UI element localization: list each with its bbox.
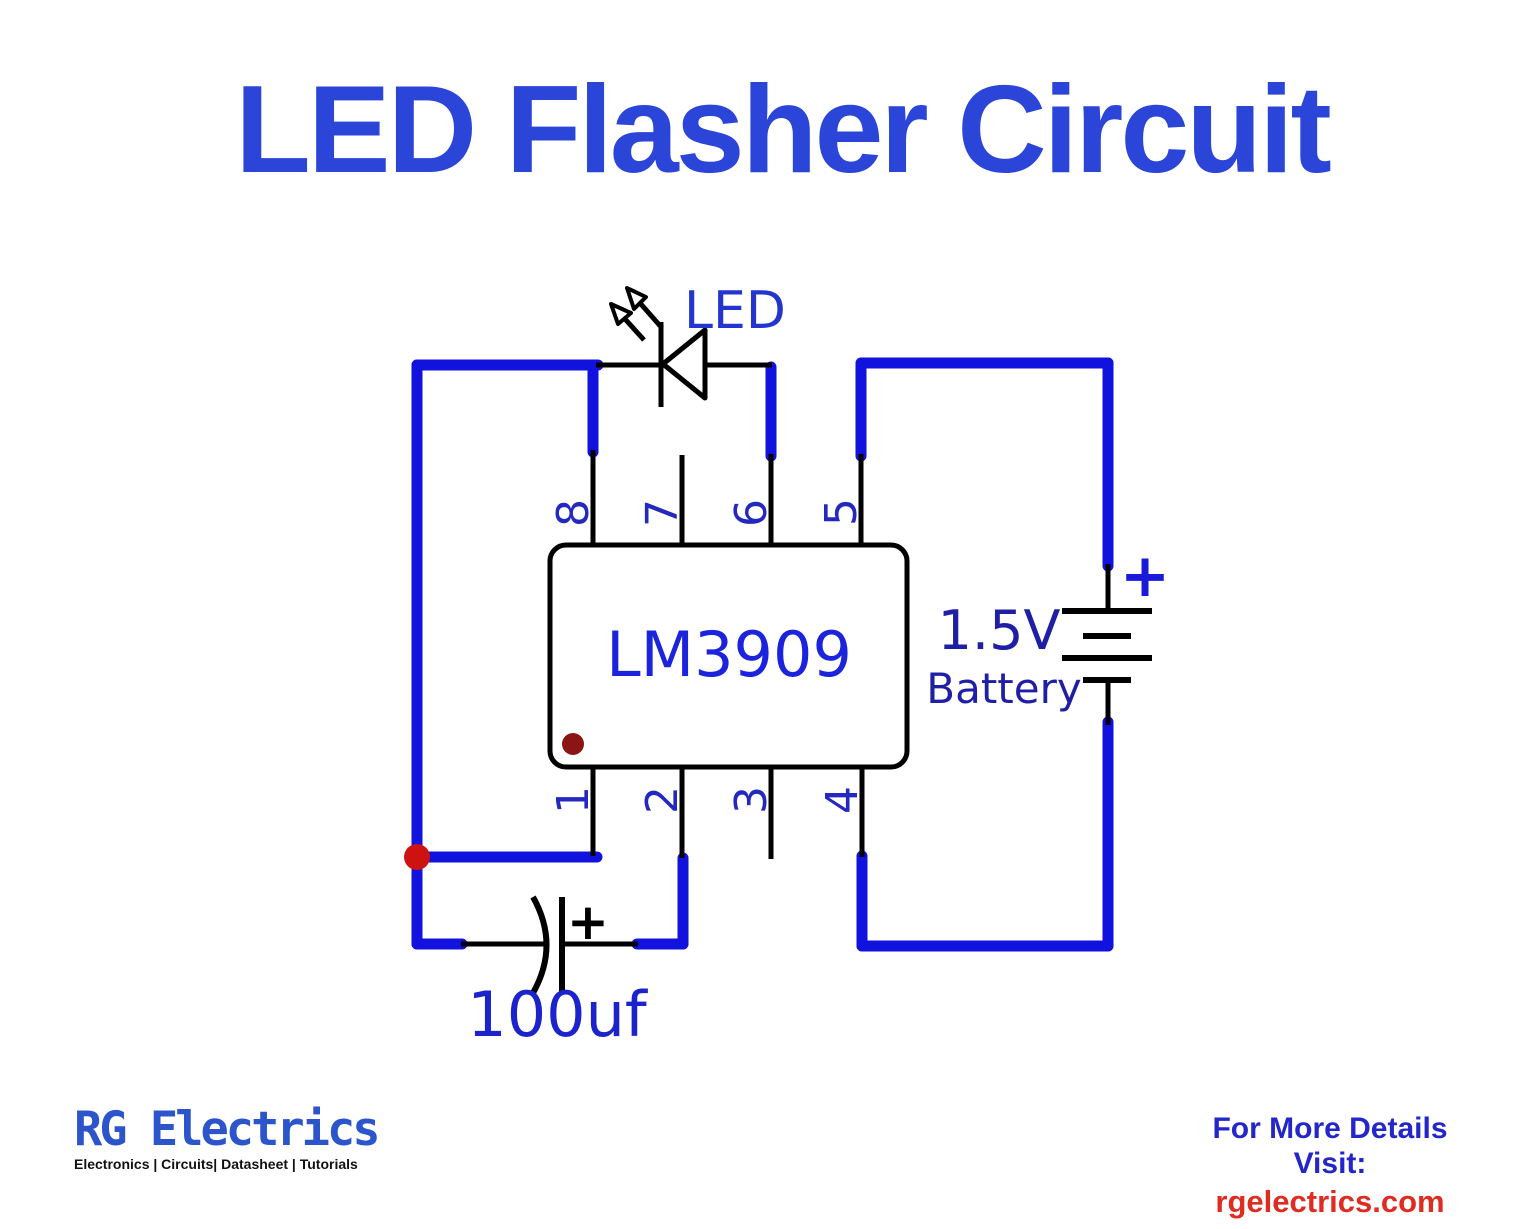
- pin-label-4: 4: [817, 786, 868, 814]
- junction-dot: [404, 844, 430, 870]
- ic-body: [547, 542, 910, 770]
- capacitor-plate-curved: [530, 895, 550, 995]
- ic-label: LM3909: [606, 618, 852, 691]
- pin-label-1: 1: [548, 786, 599, 814]
- pin-label-7: 7: [637, 499, 688, 527]
- led-arrow1-head: [625, 286, 648, 311]
- page-title: LED Flasher Circuit: [235, 61, 1332, 199]
- pin-label-3: 3: [726, 786, 777, 814]
- led-triangle: [660, 327, 708, 401]
- logo-tagline: Electronics | Circuits| Datasheet | Tuto…: [74, 1156, 358, 1172]
- capacitor-plus-sign: +: [567, 893, 609, 951]
- pin-label-8: 8: [548, 499, 599, 527]
- footer-url-text: rgelectrics.com: [1215, 1184, 1445, 1219]
- logo-text: RG Electrics: [74, 1102, 381, 1157]
- logo-block: RG Electrics Electronics | Circuits| Dat…: [74, 1102, 381, 1172]
- led-arrow1-shaft: [638, 301, 664, 330]
- ic-pin1-marker-dot: [562, 733, 584, 755]
- battery-plus-sign: +: [1120, 541, 1170, 611]
- led-arrow2-head: [609, 302, 633, 326]
- battery-name-label: Battery: [926, 664, 1081, 713]
- battery-voltage-label: 1.5V: [938, 599, 1061, 662]
- pin-label-6: 6: [726, 499, 777, 527]
- led-label: LED: [684, 281, 786, 341]
- footer-cta-text: For More Details Visit:: [1212, 1112, 1448, 1180]
- footer-block: For More Details Visit: rgelectrics.com: [1185, 1112, 1475, 1220]
- led-arrow2-shaft: [623, 317, 646, 342]
- capacitor-value-label: 100uf: [467, 978, 649, 1051]
- pin-label-5: 5: [816, 498, 867, 526]
- pin-label-2: 2: [637, 786, 688, 814]
